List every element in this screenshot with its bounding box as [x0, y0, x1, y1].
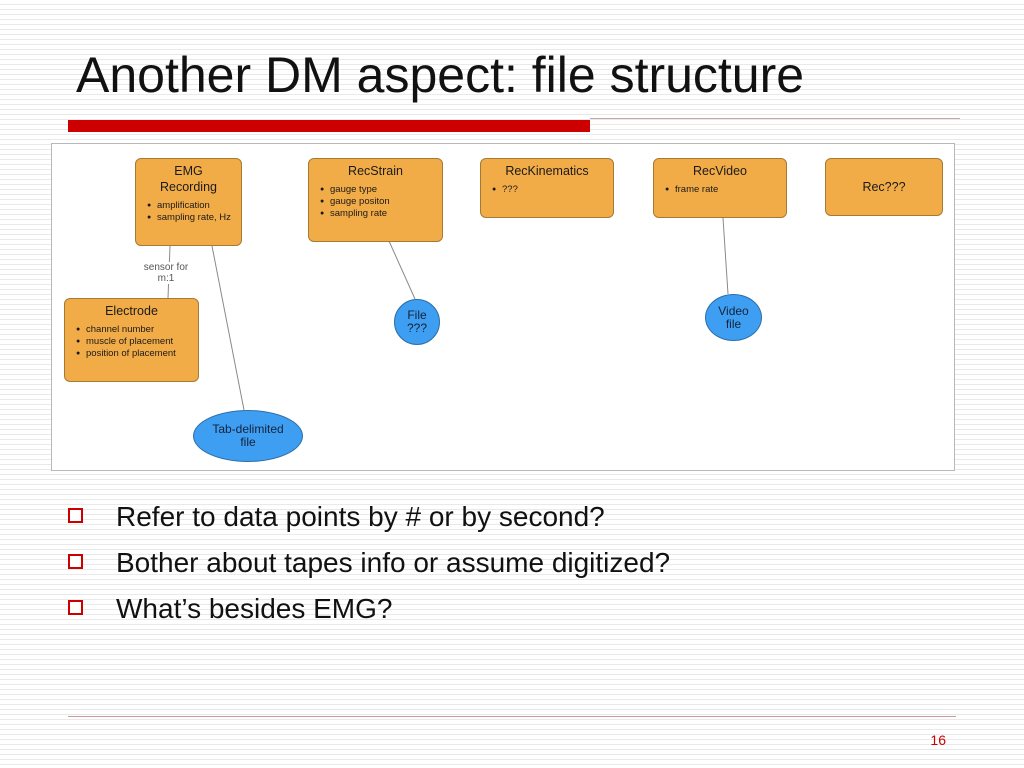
bullet-item: What’s besides EMG?: [66, 586, 670, 632]
box-emg-recording: EMG Recording amplification sampling rat…: [135, 158, 242, 246]
box-rec-unknown: Rec???: [825, 158, 943, 216]
oval-label: Video file: [718, 303, 749, 331]
box-title: EMG Recording: [160, 164, 217, 194]
connector-recvideo-videofile: [722, 217, 729, 295]
bullet-text: Refer to data points by # or by second?: [116, 501, 605, 532]
page-number: 16: [930, 732, 946, 748]
box-attribute: gauge positon: [320, 196, 442, 208]
box-attribute: gauge type: [320, 184, 442, 196]
oval-label: File ???: [406, 308, 428, 335]
bullet-text: Bother about tapes info or assume digiti…: [116, 547, 671, 578]
diagram-connectors: [167, 217, 729, 411]
box-title: RecStrain: [348, 164, 403, 178]
title-divider-line: [590, 118, 960, 119]
square-bullet-icon: [68, 554, 83, 569]
box-reckinematics: RecKinematics ???: [480, 158, 614, 218]
oval-label: Tab-delimited file: [212, 422, 284, 449]
oval-file-unknown: File ???: [394, 299, 440, 345]
box-attribute: channel number: [76, 324, 198, 336]
box-attribute-list: gauge type gauge positon sampling rate: [309, 184, 442, 220]
oval-tab-delimited-file: Tab-delimited file: [193, 410, 303, 462]
oval-video-file: Video file: [705, 294, 762, 341]
edge-label-text: sensor for m:1: [143, 262, 189, 284]
box-attribute-list: ???: [481, 184, 613, 196]
box-title: RecVideo: [693, 164, 747, 178]
bullet-item: Refer to data points by # or by second?: [66, 494, 670, 540]
file-structure-diagram: sensor for m:1 EMG Recording amplificati…: [51, 143, 955, 471]
box-attribute: position of placement: [76, 348, 198, 360]
box-attribute-list: channel number muscle of placement posit…: [65, 324, 198, 360]
slide-title: Another DM aspect: file structure: [76, 47, 805, 103]
bullet-list: Refer to data points by # or by second? …: [66, 494, 670, 632]
box-recstrain: RecStrain gauge type gauge positon sampl…: [308, 158, 443, 242]
square-bullet-icon: [68, 600, 83, 615]
connector-emg-tabfile: [211, 245, 245, 411]
box-title: RecKinematics: [505, 164, 589, 178]
box-attribute-list: amplification sampling rate, Hz: [136, 200, 241, 224]
box-attribute-list: frame rate: [654, 184, 786, 196]
bullet-text: What’s besides EMG?: [116, 593, 393, 624]
box-attribute: amplification: [147, 200, 241, 212]
title-accent-bar: [68, 120, 590, 132]
box-attribute: muscle of placement: [76, 336, 198, 348]
footer-divider-line: [68, 716, 956, 717]
box-recvideo: RecVideo frame rate: [653, 158, 787, 218]
box-title: Electrode: [105, 304, 158, 318]
box-attribute: ???: [492, 184, 613, 196]
box-title: Rec???: [862, 180, 906, 194]
edge-label-sensor-for: sensor for m:1: [138, 262, 194, 284]
box-attribute: sampling rate: [320, 208, 442, 220]
box-electrode: Electrode channel number muscle of place…: [64, 298, 199, 382]
square-bullet-icon: [68, 508, 83, 523]
connector-recstrain-file: [388, 240, 416, 300]
bullet-item: Bother about tapes info or assume digiti…: [66, 540, 670, 586]
box-attribute: sampling rate, Hz: [147, 212, 241, 224]
box-attribute: frame rate: [665, 184, 786, 196]
